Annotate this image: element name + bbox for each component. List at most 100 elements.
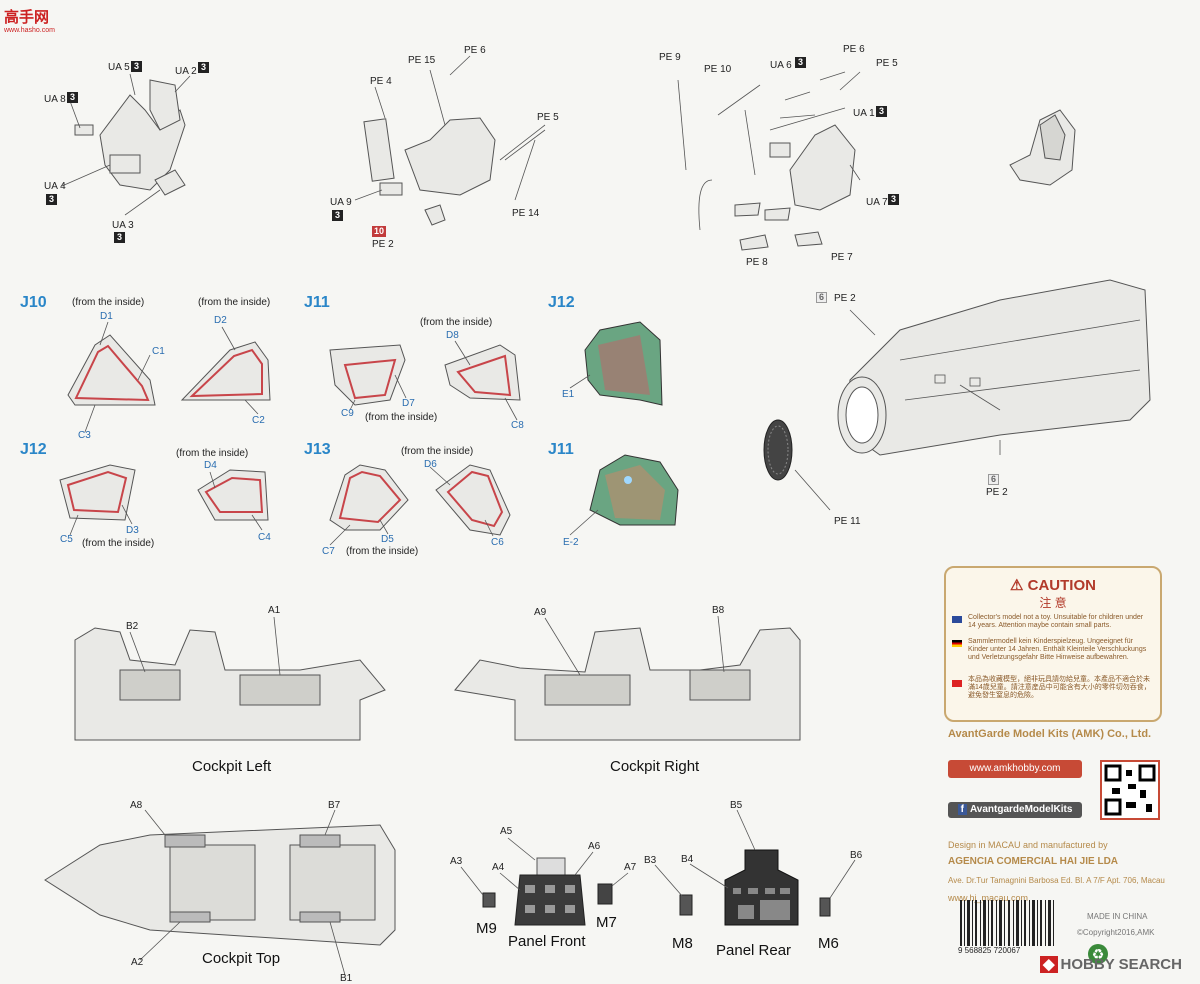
label-c8: C8 (511, 420, 524, 431)
label-a2: A2 (131, 957, 144, 968)
caption-m6: M6 (818, 935, 839, 952)
label-inside-8: (from the inside) (346, 546, 419, 557)
label-d1: D1 (100, 311, 113, 322)
caution-text-cn: 本品為收藏模型，絕非玩具請勿給兒童。本產品不適合於未滿14歲兒童。請注意産品中可… (968, 676, 1151, 699)
label-pe7: PE 7 (831, 252, 853, 263)
label-b8: B8 (712, 605, 725, 616)
label-ua7: UA 7 (866, 197, 888, 208)
label-e1: E1 (562, 389, 575, 400)
label-ua9: UA 9 (330, 197, 352, 208)
tag-ua3: 3 (114, 232, 125, 243)
qr-code-icon (1100, 760, 1160, 820)
label-d7: D7 (402, 398, 415, 409)
label-d3: D3 (126, 525, 139, 536)
label-a7: A7 (624, 862, 637, 873)
caption-cockpit-left: Cockpit Left (192, 758, 272, 775)
seat-left-drawing (61, 73, 191, 216)
canopy-parts-drawing (59, 321, 679, 546)
label-a8: A8 (130, 800, 143, 811)
label-pe6-right: PE 6 (843, 44, 865, 55)
barcode: 9 568825 720067 (958, 900, 1078, 958)
label-inside-5: (from the inside) (82, 538, 155, 549)
cockpit-right-drawing (454, 615, 801, 741)
caption-cockpit-top: Cockpit Top (202, 950, 281, 967)
label-a9: A9 (534, 607, 547, 618)
label-pe6-mid: PE 6 (464, 45, 486, 56)
label-pe14: PE 14 (512, 208, 540, 219)
design-text: Design in MACAU and manufactured by (948, 840, 1108, 850)
label-a3: A3 (450, 856, 463, 867)
label-inside-2: (from the inside) (198, 297, 271, 308)
caution-title-zh: 注 意 (1039, 596, 1067, 610)
label-a5: A5 (500, 826, 513, 837)
label-d2: D2 (214, 315, 227, 326)
caption-cockpit-right: Cockpit Right (610, 758, 700, 775)
watermark-hobby-search: ◆HOBBY SEARCH (1040, 955, 1182, 973)
label-pe4: PE 4 (370, 76, 392, 87)
tag-pe2-top: 6 (816, 292, 827, 303)
label-a6: A6 (588, 841, 601, 852)
label-pe2-bottom: PE 2 (986, 487, 1008, 498)
label-c2: C2 (252, 415, 265, 426)
label-d6: D6 (424, 459, 437, 470)
barcode-number: 9 568825 720067 (958, 946, 1021, 955)
step-j12-b: J12 (20, 441, 47, 458)
caption-panel-rear: Panel Rear (716, 942, 792, 959)
caution-text-de: Sammlermodell kein Kinderspielzeug. Unge… (968, 638, 1147, 661)
flag-de-icon (952, 640, 962, 647)
tag-ua8: 3 (67, 92, 78, 103)
seat-right-drawing (677, 71, 861, 251)
tag-ua2: 3 (198, 62, 209, 73)
fuselage-drawing (763, 279, 1151, 511)
caution-title: ⚠ CAUTION (1010, 577, 1096, 594)
label-inside-1: (from the inside) (72, 297, 145, 308)
caption-panel-front: Panel Front (508, 933, 586, 950)
label-c4: C4 (258, 532, 271, 543)
label-inside-7: (from the inside) (401, 446, 474, 457)
cockpit-left-drawing (74, 616, 386, 741)
label-pe8: PE 8 (746, 257, 768, 268)
cockpit-top-drawing (44, 809, 396, 976)
label-e2: E-2 (563, 537, 579, 548)
step-j12: J12 (548, 294, 575, 311)
label-pe10: PE 10 (704, 64, 732, 75)
caption-m7: M7 (596, 914, 617, 931)
label-d4: D4 (204, 460, 217, 471)
label-pe5-mid: PE 5 (537, 112, 559, 123)
label-b3: B3 (644, 855, 657, 866)
label-pe5-right: PE 5 (876, 58, 898, 69)
step-j11: J11 (304, 294, 330, 311)
label-c1: C1 (152, 346, 165, 357)
step-j10: J10 (20, 294, 47, 311)
website-badge[interactable]: www.amkhobby.com (948, 760, 1082, 778)
label-d8: D8 (446, 330, 459, 341)
copyright-text: ©Copyright2016,AMK (1077, 928, 1155, 937)
watermark-logo: 高手网 www.hasho.com (4, 6, 55, 34)
label-ua2: UA 2 (175, 66, 197, 77)
label-pe9: PE 9 (659, 52, 681, 63)
facebook-icon: f (957, 804, 967, 815)
caption-m8: M8 (672, 935, 693, 952)
label-d5: D5 (381, 534, 394, 545)
label-pe11: PE 11 (834, 516, 861, 527)
tag-pe2-mid: 10 (372, 226, 386, 237)
label-b2: B2 (126, 621, 139, 632)
label-ua4: UA 4 (44, 181, 66, 192)
caution-box: ⚠ CAUTION 注 意 Collector's model not a to… (944, 566, 1162, 722)
label-ua8: UA 8 (44, 94, 66, 105)
label-ua1: UA 1 (853, 108, 875, 119)
label-c7: C7 (322, 546, 335, 557)
label-b6: B6 (850, 850, 863, 861)
seat-assembled-drawing (1009, 109, 1076, 186)
label-pe15: PE 15 (408, 55, 436, 66)
label-ua6: UA 6 (770, 60, 792, 71)
address-text: Ave. Dr.Tur Tamagnini Barbosa Ed. Bl. A … (948, 876, 1165, 885)
made-in-china: MADE IN CHINA (1087, 912, 1148, 921)
step-j13: J13 (304, 441, 331, 458)
flag-cn-icon (952, 680, 962, 687)
site-text: www.hj_macau.com (948, 893, 1029, 903)
label-c5: C5 (60, 534, 73, 545)
label-inside-3: (from the inside) (420, 317, 493, 328)
label-a4: A4 (492, 862, 505, 873)
